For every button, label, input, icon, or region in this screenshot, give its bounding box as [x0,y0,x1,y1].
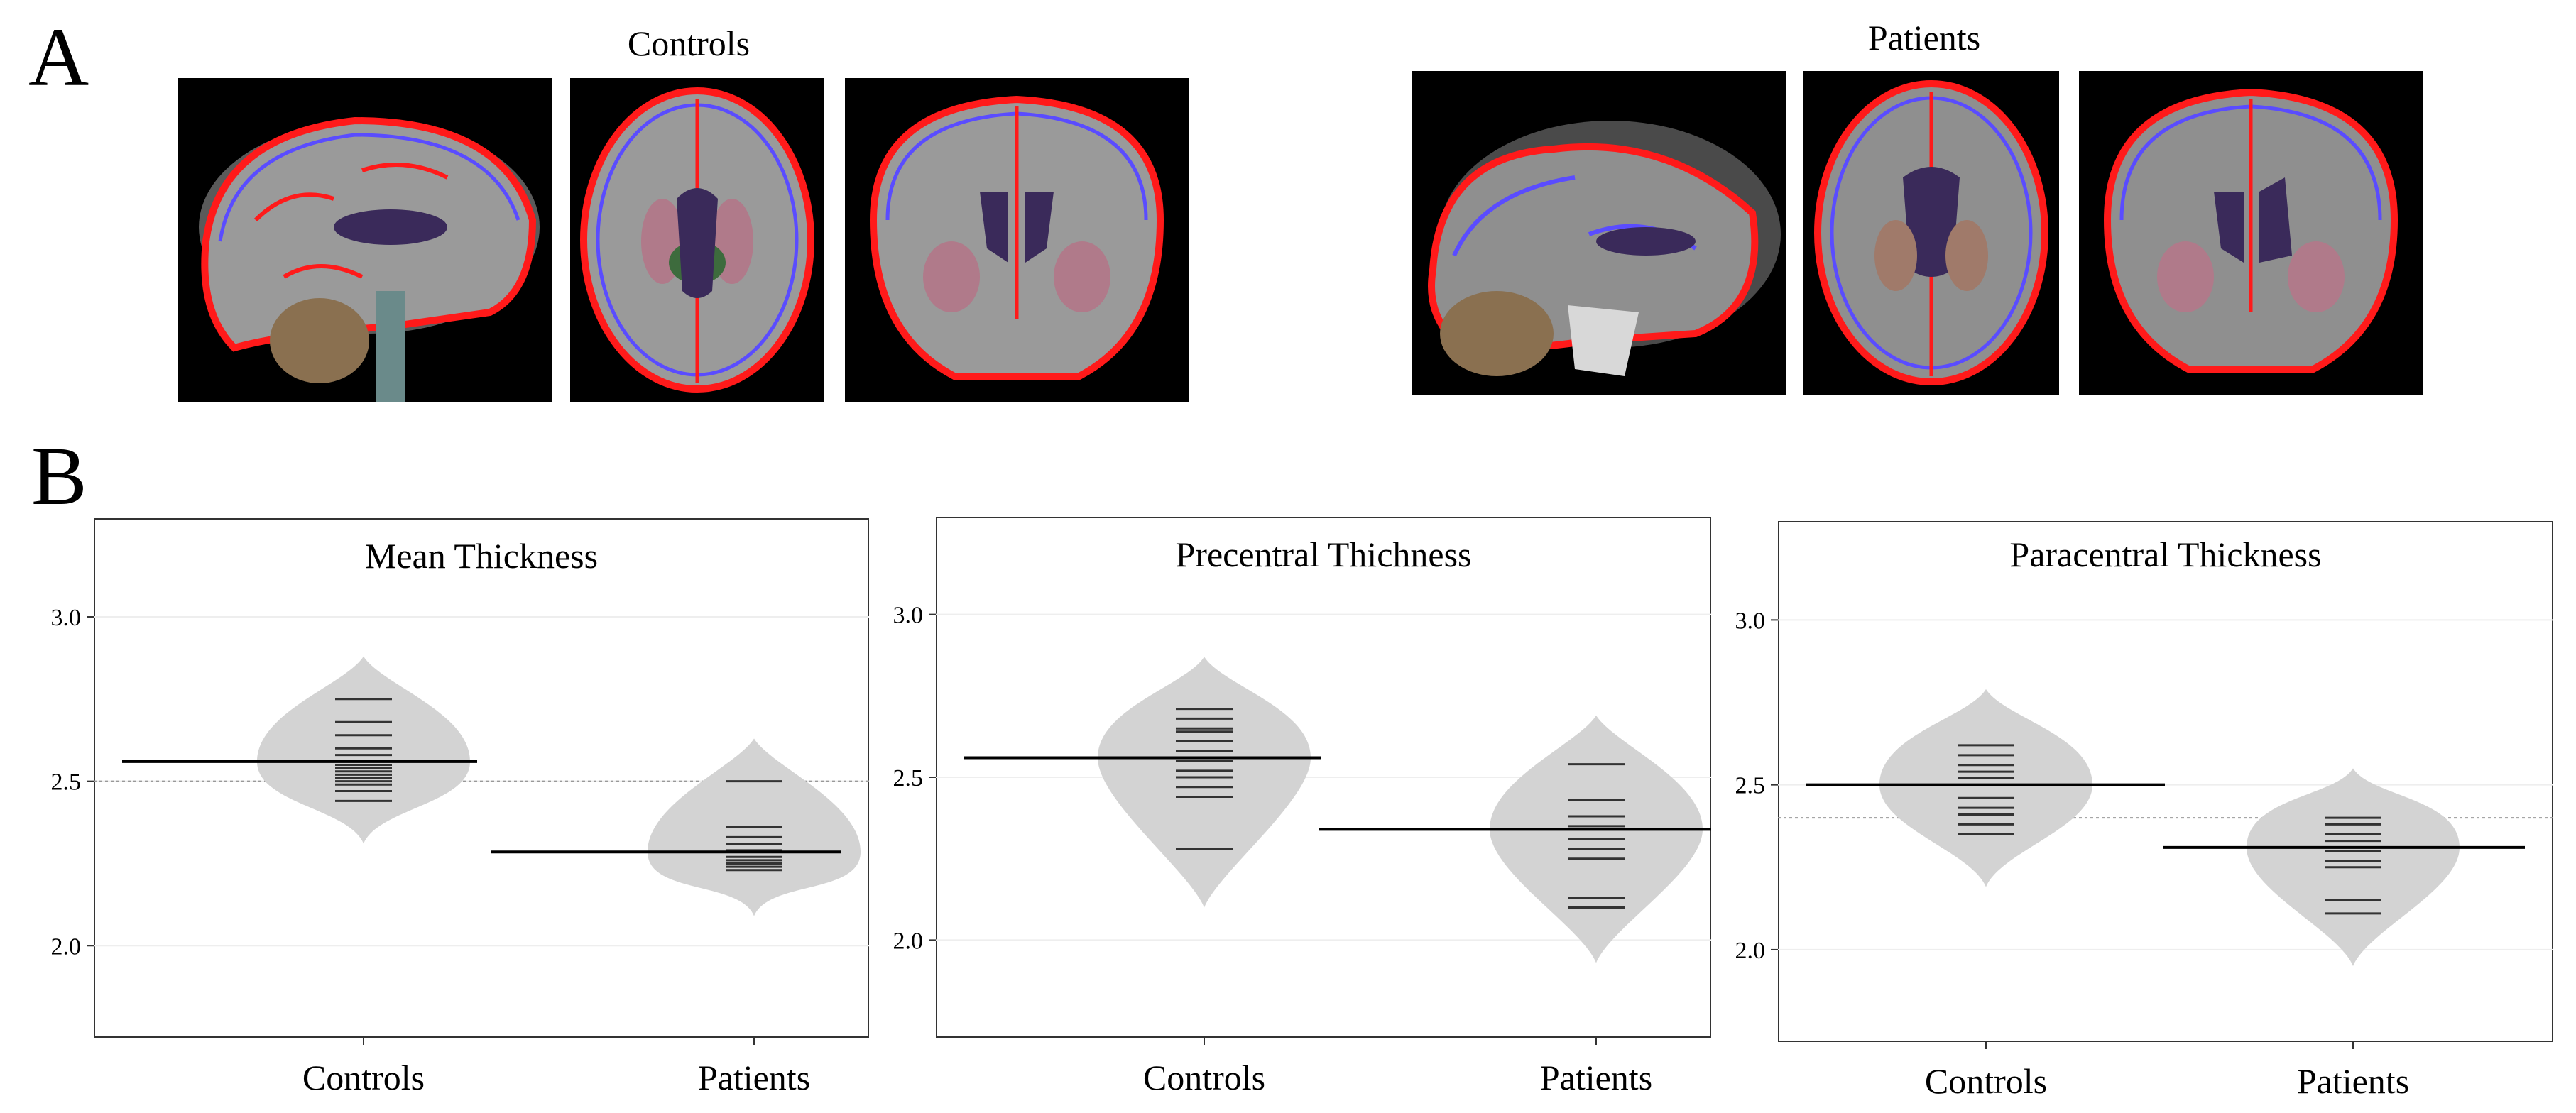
plot-title: Paracentral Thickness [2009,534,2322,574]
y-tick-label: 3.0 [893,603,924,629]
violin-controls [257,656,470,844]
plot-title: Mean Thickness [364,536,599,576]
controls-coronal-image [845,78,1189,402]
x-category-label: Patients [2297,1061,2409,1101]
y-tick-label: 3.0 [1735,608,1766,634]
violin-controls [1879,689,2092,887]
x-category-label: Patients [698,1058,810,1097]
panel-b-label: B [31,429,87,522]
panel-a-label: A [28,11,89,104]
y-tick-label: 3.0 [51,605,82,631]
y-tick-label: 2.5 [893,765,924,791]
patients-axial-image [1803,71,2059,395]
violin-controls [1098,657,1311,908]
x-category-label: Controls [1925,1061,2047,1101]
x-category-label: Controls [1143,1058,1265,1097]
x-category-label: Controls [302,1058,425,1097]
y-tick-label: 2.5 [51,769,82,796]
plot-title: Precentral Thichness [1175,534,1472,574]
y-tick-label: 2.5 [1735,773,1766,799]
patients-coronal-image [2079,71,2423,395]
y-tick-label: 2.0 [51,933,82,960]
patients-title: Patients [1867,18,1981,57]
x-category-label: Patients [1540,1058,1652,1097]
controls-axial-image [570,78,824,402]
patients-sagittal-image [1412,71,1786,395]
y-tick-label: 2.0 [1735,938,1766,964]
y-tick-label: 2.0 [893,928,924,954]
controls-sagittal-image [178,78,552,402]
controls-title: Controls [627,23,751,63]
